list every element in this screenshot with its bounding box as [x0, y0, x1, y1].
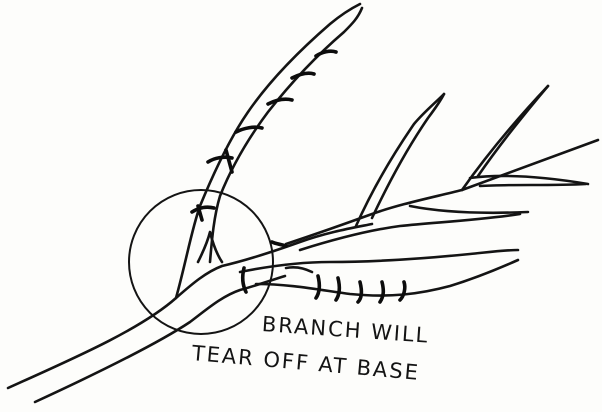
upright-branch-ties [192, 51, 336, 220]
forked-twig-a-inner [372, 94, 444, 218]
lower-branch-upper-outline [240, 250, 518, 272]
lower-branch-lower-outline [256, 260, 518, 296]
right-branch-upper-outline [286, 140, 598, 244]
forked-twig-d [410, 206, 528, 213]
lower-branch-tip [286, 267, 312, 272]
trunk-lower-outline [35, 276, 285, 402]
forked-twig-c-inner [480, 184, 586, 186]
